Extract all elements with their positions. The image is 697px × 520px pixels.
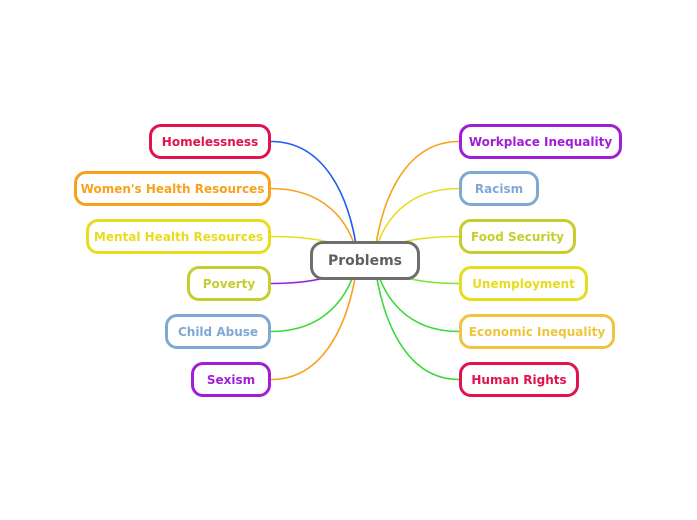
topic-label: Racism — [474, 181, 524, 196]
topic-node-workplace-inequality[interactable]: Workplace Inequality — [459, 124, 622, 159]
connector-right-5 — [373, 257, 460, 381]
topic-node-child-abuse[interactable]: Child Abuse — [165, 314, 271, 349]
topic-node-human-rights[interactable]: Human Rights — [459, 362, 579, 397]
connector-left-5 — [270, 257, 359, 381]
topic-label: Unemployment — [472, 276, 575, 291]
topic-node-sexism[interactable]: Sexism — [191, 362, 271, 397]
topic-node-mental-health-resources[interactable]: Mental Health Resources — [86, 219, 271, 254]
topic-label: Women's Health Resources — [80, 181, 265, 196]
topic-node-food-security[interactable]: Food Security — [459, 219, 576, 254]
topic-label: Economic Inequality — [468, 324, 606, 339]
topic-label: Food Security — [471, 229, 564, 244]
topic-node-unemployment[interactable]: Unemployment — [459, 266, 588, 301]
topic-node-homelessness[interactable]: Homelessness — [149, 124, 271, 159]
topic-label: Sexism — [206, 372, 256, 387]
topic-label: Mental Health Resources — [93, 229, 264, 244]
central-topic-label: Problems — [327, 252, 403, 269]
connector-right-0 — [373, 140, 460, 259]
topic-label: Human Rights — [471, 372, 567, 387]
topic-node-womens-health-resources[interactable]: Women's Health Resources — [74, 171, 271, 206]
topic-node-racism[interactable]: Racism — [459, 171, 539, 206]
topic-node-economic-inequality[interactable]: Economic Inequality — [459, 314, 615, 349]
topic-node-poverty[interactable]: Poverty — [187, 266, 271, 301]
connector-left-0 — [270, 140, 359, 259]
topic-label: Homelessness — [161, 134, 259, 149]
central-topic-node[interactable]: Problems — [310, 241, 420, 280]
topic-label: Poverty — [202, 276, 256, 291]
topic-label: Child Abuse — [177, 324, 259, 339]
topic-label: Workplace Inequality — [468, 134, 613, 149]
